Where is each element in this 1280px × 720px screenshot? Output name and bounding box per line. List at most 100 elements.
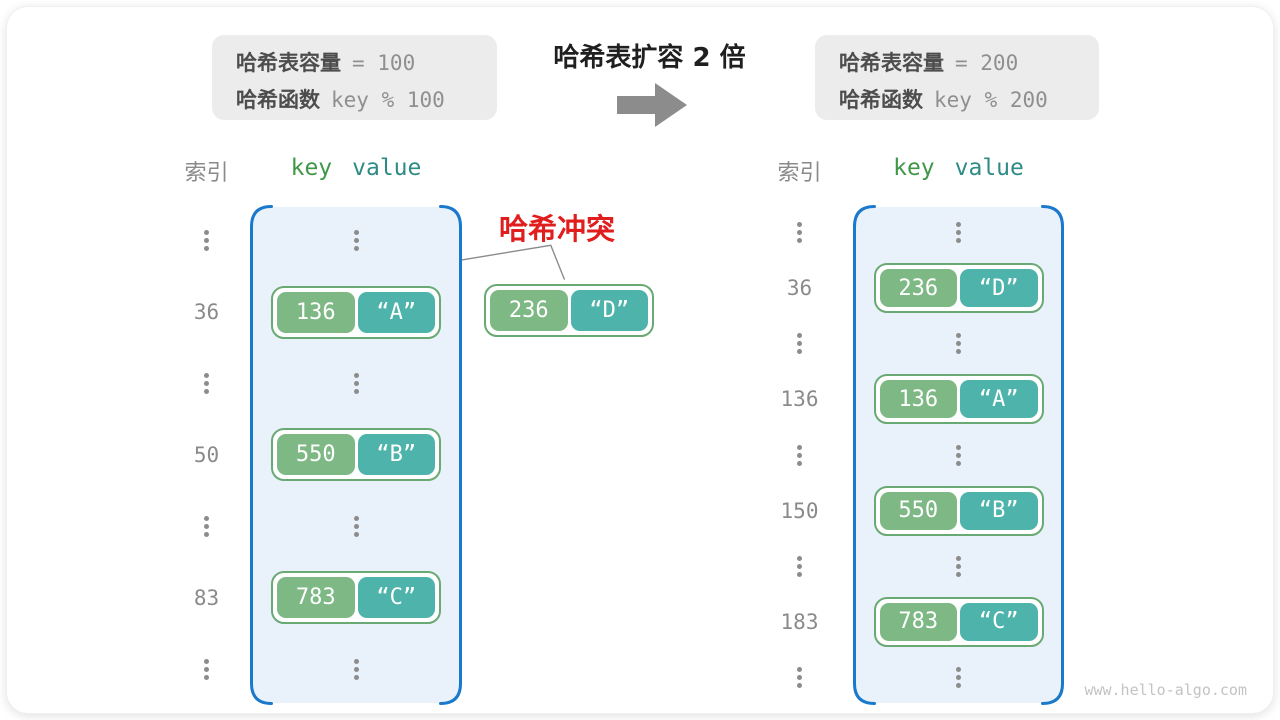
right-key-header: key [893,155,935,181]
ellipsis-dots [956,666,961,688]
index-label: 36 [786,276,813,301]
right-value-header: value [954,155,1024,181]
index-ellipsis-cell [169,491,244,562]
bucket-row: 136“A” [250,276,462,347]
index-ellipsis-cell [762,205,837,261]
left-key-header: key [290,155,333,181]
value-box: “A” [357,291,435,333]
hash-function-label: 哈希函数 [839,88,923,112]
key-box: 783 [277,577,355,619]
index-cell: 50 [169,419,244,490]
ellipsis-row [853,316,1064,372]
capacity-line: 哈希表容量 = 200 [839,45,1099,82]
hash-function-line: 哈希函数 key % 100 [236,82,497,119]
capacity-label: 哈希表容量 [839,51,944,75]
capacity-line: 哈希表容量= 100 [236,45,497,82]
right-table-rows: 236“D” 136“A” 550“B” 783“C” [853,205,1064,705]
value-box: “C” [357,577,435,619]
bucket-row: 236“D” [853,261,1064,317]
index-cell: 136 [762,372,837,428]
right-hash-table: 236“D” 136“A” 550“B” 783“C” [853,205,1064,705]
ellipsis-row [250,205,462,276]
info-box-before: 哈希表容量= 100 哈希函数 key % 100 [212,35,497,120]
bucket-row: 136“A” [853,372,1064,428]
index-ellipsis-cell [169,634,244,705]
index-label: 183 [780,609,819,634]
left-kv-header: key value [250,155,462,181]
key-value-pair: 550“B” [271,428,441,482]
ellipsis-row [853,538,1064,594]
index-ellipsis-cell [169,205,244,276]
index-ellipsis-cell [762,650,837,706]
right-index-header: 索引 [777,161,822,186]
key-value-pair: 136“A” [873,374,1044,425]
ellipsis-dots [204,658,209,680]
index-ellipsis-cell [762,538,837,594]
index-label: 83 [193,585,220,610]
watermark: www.hello-algo.com [1084,681,1247,699]
bucket-row: 783“C” [853,594,1064,650]
ellipsis-row [853,427,1064,483]
index-label: 150 [780,498,819,523]
index-cell: 36 [762,261,837,317]
ellipsis-dots [797,444,802,466]
ellipsis-dots [797,555,802,577]
index-label: 36 [193,300,220,325]
left-hash-table: 136“A” 550“B” 783“C” [250,205,462,705]
ellipsis-dots [797,333,802,355]
value-box: “D” [960,269,1038,308]
left-index-header: 索引 [184,161,229,186]
key-box: 236 [879,269,957,308]
value-box: “A” [960,380,1038,419]
key-value-pair: 783“C” [873,596,1044,647]
index-cell: 183 [762,594,837,650]
ellipsis-dots [956,222,961,244]
key-box: 236 [490,290,568,331]
ellipsis-dots [353,230,359,252]
capacity-value: = 200 [955,51,1019,75]
key-box: 136 [277,291,355,333]
value-box: “C” [960,602,1038,641]
diagram-title: 哈希表扩容 2 倍 [553,43,746,73]
collision-pair: 236 “D” [484,284,654,337]
ellipsis-dots [204,230,209,252]
ellipsis-dots [956,555,961,577]
bucket-row: 783“C” [250,562,462,633]
ellipsis-dots [204,515,209,537]
key-box: 136 [879,380,957,419]
index-cell: 150 [762,483,837,539]
ellipsis-dots [353,515,359,537]
ellipsis-dots [353,373,359,395]
ellipsis-row [853,650,1064,706]
ellipsis-dots [204,373,209,395]
index-cell: 83 [169,562,244,633]
index-cell: 36 [169,276,244,347]
ellipsis-dots [797,666,802,688]
key-box: 550 [879,491,957,530]
ellipsis-row [853,205,1064,261]
capacity-value: = 100 [352,51,416,75]
right-arrow-icon [617,83,687,127]
bucket-row: 550“B” [250,419,462,490]
left-table-rows: 136“A” 550“B” 783“C” [250,205,462,705]
left-index-column: 36 50 83 [169,205,244,705]
value-box: “B” [960,491,1038,530]
key-value-pair: 136“A” [271,285,441,339]
hash-function-value: key % 100 [331,88,445,112]
hash-function-label: 哈希函数 [236,88,320,112]
ellipsis-dots [956,333,961,355]
key-box: 550 [277,434,355,476]
collision-label: 哈希冲突 [499,212,616,246]
index-label: 50 [193,442,220,467]
key-value-pair: 550“B” [873,485,1044,536]
ellipsis-row [250,491,462,562]
ellipsis-row [250,634,462,705]
value-box: “D” [570,290,648,331]
index-ellipsis-cell [169,348,244,419]
index-ellipsis-cell [762,427,837,483]
right-index-column: 36 136 150 183 [762,205,837,705]
value-box: “B” [357,434,435,476]
